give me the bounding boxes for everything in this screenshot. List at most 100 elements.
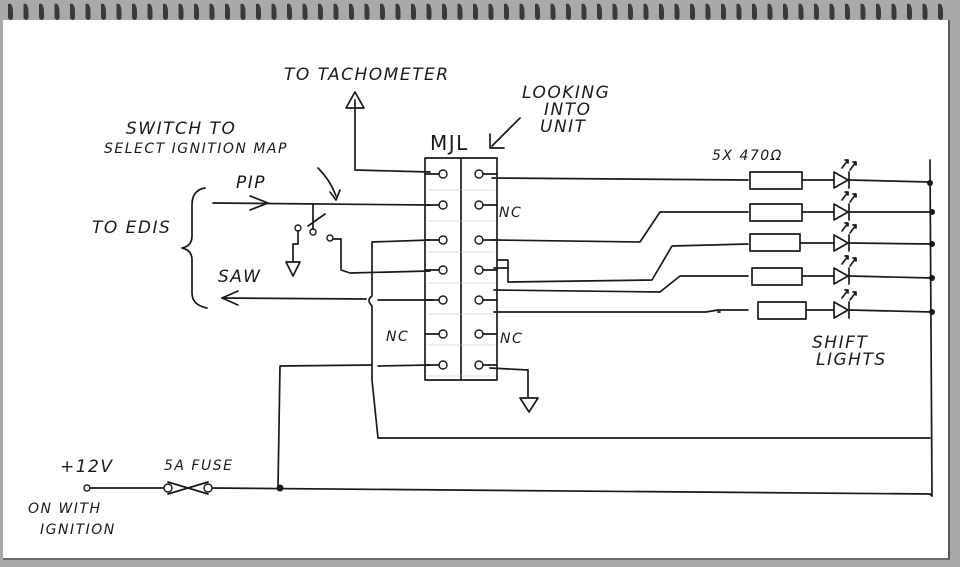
spiral-loop	[8, 3, 13, 20]
spiral-loop	[39, 3, 44, 20]
pip-label: PIP	[236, 173, 266, 193]
spiral-loop	[23, 3, 29, 20]
spiral-loop	[302, 3, 308, 20]
spiral-loop	[845, 3, 850, 20]
led-icon	[833, 289, 857, 319]
supply-line	[83, 481, 933, 497]
tachometer-label: TO TACHOMETER	[284, 65, 450, 85]
spiral-loop	[349, 3, 354, 20]
connector-pin	[438, 265, 448, 275]
spiral-loop	[116, 3, 122, 20]
spiral-loop	[783, 3, 788, 20]
spiral-loop	[659, 3, 664, 20]
to-edis-label: TO EDIS	[92, 218, 171, 238]
spiral-loop	[70, 3, 75, 20]
spiral-loop	[814, 3, 819, 20]
led-icon	[833, 255, 857, 285]
led-icon	[833, 191, 857, 221]
spiral-loop	[907, 3, 912, 20]
spiral-loop	[938, 3, 943, 20]
connector-pin	[438, 329, 448, 339]
spiral-loop	[209, 3, 215, 20]
spiral-loop	[674, 3, 680, 20]
spiral-loop	[178, 3, 184, 20]
resistor-label: 5X 470Ω	[712, 148, 783, 164]
spiral-loop	[705, 3, 711, 20]
spiral-loop	[891, 3, 897, 20]
spiral-loop	[426, 3, 432, 20]
looking-arrow	[489, 117, 521, 149]
connector-pin	[438, 235, 448, 245]
spiral-loop	[54, 3, 60, 20]
looking-label-1: LOOKING	[522, 83, 610, 103]
saw-wire	[221, 290, 433, 306]
spiral-loop	[147, 3, 153, 20]
ground-return-wires	[277, 239, 931, 489]
connector-pin	[474, 200, 484, 210]
shift-led-array	[833, 159, 857, 319]
edis-brace	[181, 187, 208, 309]
ignition-label-2: IGNITION	[40, 522, 116, 538]
spiral-loop	[132, 3, 137, 20]
spiral-loop	[798, 3, 804, 20]
spiral-loop	[318, 3, 323, 20]
ground-symbol	[489, 367, 539, 413]
connector-pin	[474, 295, 484, 305]
spiral-loop	[271, 3, 277, 20]
spiral-loop	[411, 3, 416, 20]
spiral-loop	[256, 3, 261, 20]
spiral-loop	[395, 3, 401, 20]
spiral-loop	[504, 3, 509, 20]
spiral-loop	[860, 3, 866, 20]
spiral-loop	[752, 3, 757, 20]
spiral-loop	[488, 3, 494, 20]
spiral-loop	[194, 3, 199, 20]
spiral-loop	[535, 3, 540, 20]
connector-pin	[474, 169, 484, 179]
looking-label-2: INTO	[544, 100, 592, 120]
tachometer-wire	[345, 91, 431, 173]
led-icon	[833, 159, 857, 189]
ignition-label-1: ON WITH	[28, 501, 102, 517]
pip-wire	[212, 195, 431, 211]
connector-pin	[438, 200, 448, 210]
spiral-loop	[597, 3, 602, 20]
spiral-loop	[473, 3, 478, 20]
nc-right-top: NC	[499, 205, 522, 221]
connector-pin	[474, 329, 484, 339]
shift-label-2: LIGHTS	[816, 350, 887, 370]
spiral-loop	[612, 3, 618, 20]
nc-right-bottom: NC	[500, 331, 523, 347]
spiral-loop	[876, 3, 881, 20]
spiral-loop	[519, 3, 525, 20]
spiral-loop	[550, 3, 556, 20]
connector-pin	[474, 265, 484, 275]
spiral-loop	[85, 3, 91, 20]
connector-pin	[474, 235, 484, 245]
spiral-loop	[922, 3, 928, 20]
saw-label: SAW	[218, 267, 261, 287]
spiral-loop	[101, 3, 106, 20]
spiral-loop	[442, 3, 447, 20]
led-bus	[849, 159, 935, 497]
spiral-loop	[333, 3, 339, 20]
shift-label-1: SHIFT	[812, 333, 868, 353]
paper-sheet	[3, 20, 950, 560]
spiral-loop	[163, 3, 168, 20]
spiral-loop	[581, 3, 587, 20]
connector-label: MJL	[430, 131, 469, 155]
spiral-loop	[767, 3, 773, 20]
connector-pin	[474, 360, 484, 370]
switch-label-1: SWITCH TO	[126, 119, 236, 139]
fuse-label: 5A FUSE	[164, 458, 233, 474]
looking-label-3: UNIT	[540, 117, 587, 137]
led-icon	[833, 222, 857, 252]
spiral-loop	[225, 3, 230, 20]
spiral-loop	[628, 3, 633, 20]
resistor-bank	[749, 171, 835, 320]
spiral-loop	[643, 3, 649, 20]
nc-left: NC	[386, 329, 409, 345]
spiral-loop	[566, 3, 571, 20]
